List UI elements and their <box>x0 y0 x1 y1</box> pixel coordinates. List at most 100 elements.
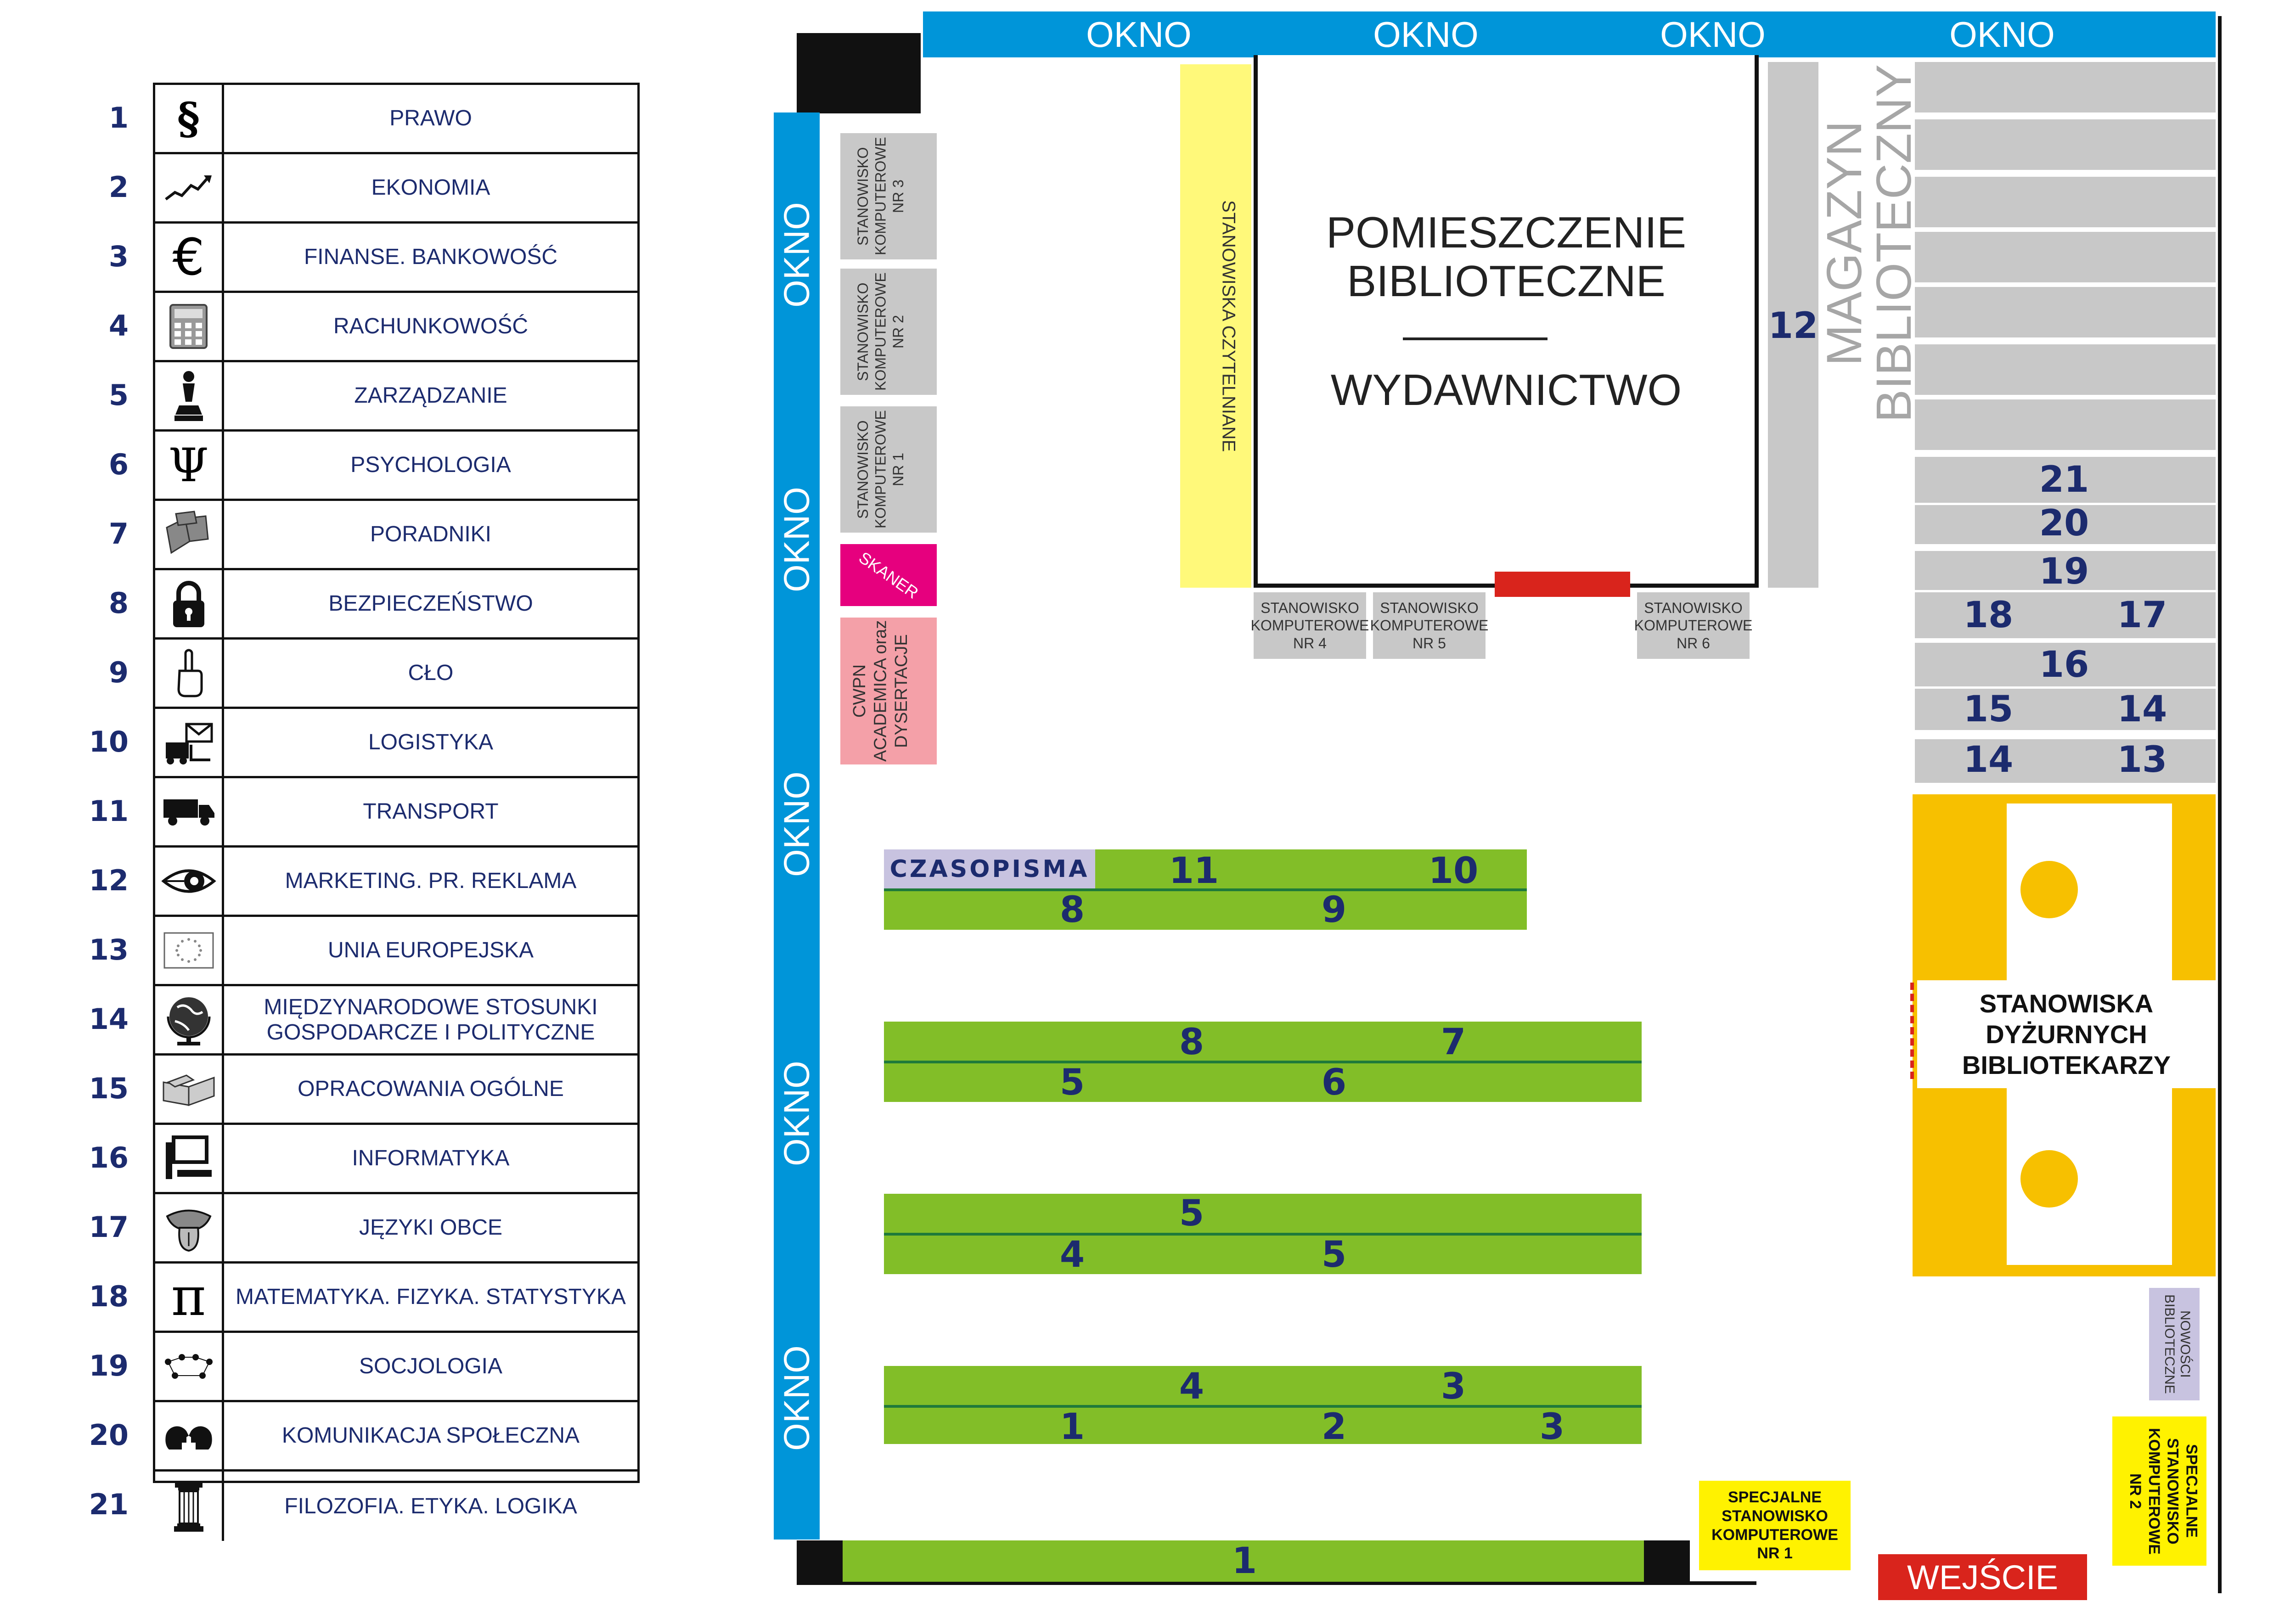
rack-number: 1 <box>1232 1540 1257 1582</box>
shelf <box>1915 232 2216 282</box>
calculator-icon <box>155 293 224 360</box>
rack-number: 5 <box>1059 1062 1085 1103</box>
shelf <box>1915 177 2216 227</box>
rack-number: 10 <box>1428 850 1479 892</box>
rack-number: 8 <box>1179 1022 1204 1063</box>
legend-label: SOCJOLOGIA <box>359 1354 503 1379</box>
legend-number: 7 <box>108 517 129 551</box>
legend-row: TRANSPORT <box>155 778 637 848</box>
legend-number: 1 <box>108 101 129 135</box>
computer-station-2-label: STANOWISKO KOMPUTEROWE NR 2 <box>855 272 906 391</box>
legend-row: RACHUNKOWOŚĆ <box>155 293 637 362</box>
legend-row: LOGISTYKA <box>155 709 637 778</box>
rack-number: 4 <box>1059 1234 1085 1275</box>
rack-number: 1 <box>1059 1406 1085 1448</box>
computer-station-6[interactable]: STANOWISKO KOMPUTEROWE NR 6 <box>1634 592 1752 659</box>
euro-icon: € <box>155 224 224 291</box>
shelf-number: 18 <box>1963 595 2014 636</box>
legend-row: §PRAWO <box>155 85 637 154</box>
rack-number: 6 <box>1321 1062 1347 1103</box>
storage-label: MAGAZYN BIBLIOTECZNY <box>1805 60 1933 427</box>
padlock-icon <box>155 570 224 637</box>
rack-number: 5 <box>1179 1193 1204 1234</box>
books-icon <box>155 501 224 568</box>
new-books-label: NOWOŚCI BIBLIOTECZNE <box>2162 1294 2193 1394</box>
legend-number: 6 <box>108 448 129 481</box>
shelf <box>1915 119 2216 170</box>
legend-number: 15 <box>89 1072 129 1105</box>
legend-label: RACHUNKOWOŚĆ <box>333 314 528 339</box>
shelf-number: 21 <box>2039 459 2089 500</box>
eye-icon <box>155 848 224 915</box>
window-label: OKNO <box>1644 11 1782 57</box>
chair-icon <box>2020 861 2078 918</box>
legend-row: PORADNIKI <box>155 501 637 570</box>
bookshelf-row-2 <box>884 1022 1642 1102</box>
storage-number: 12 <box>1768 305 1818 347</box>
pointing-hand-icon <box>155 640 224 707</box>
paragraph-icon: § <box>155 85 224 152</box>
entrance[interactable]: WEJŚCIE <box>1878 1554 2087 1600</box>
computer-station-4[interactable]: STANOWISKO KOMPUTEROWE NR 4 <box>1251 592 1369 659</box>
shelf <box>1915 399 2216 450</box>
people-network-icon <box>155 1333 224 1400</box>
legend-label: FILOZOFIA. ETYKA. LOGIKA <box>284 1494 577 1518</box>
shelf-number: 13 <box>2117 739 2167 781</box>
shelf <box>1915 344 2216 395</box>
forklift-mail-icon <box>155 709 224 776</box>
library-room <box>1254 55 1759 588</box>
special-computer-station-2[interactable]: SPECJALNE STANOWISKO KOMPUTEROWE NR 2 <box>2112 1416 2206 1566</box>
legend-label: CŁO <box>408 661 454 686</box>
psi-icon: Ψ <box>155 432 224 499</box>
computer-station-1[interactable]: STANOWISKO KOMPUTEROWE NR 1 <box>840 406 937 533</box>
legend-row: JĘZYKI OBCE <box>155 1194 637 1264</box>
bookshelf-row-3 <box>884 1194 1642 1274</box>
chair-icon <box>2020 1150 2078 1208</box>
shelf <box>1915 287 2216 337</box>
legend-number: 11 <box>89 794 129 828</box>
scanner[interactable]: SKANER <box>840 544 937 606</box>
shelf-number: 14 <box>2117 689 2167 730</box>
special-computer-station-1[interactable]: SPECJALNE STANOWISKO KOMPUTEROWE NR 1 <box>1699 1481 1851 1570</box>
open-books-icon <box>155 1056 224 1123</box>
legend-number: 8 <box>108 586 129 620</box>
legend-label: UNIA EUROPEJSKA <box>327 938 534 963</box>
room-title: POMIESZCZENIE BIBLIOTECZNE <box>1254 207 1759 308</box>
legend-number: 4 <box>108 309 129 343</box>
legend-label: MATEMATYKA. FIZYKA. STATYSTYKA <box>236 1285 626 1309</box>
legend-number: 14 <box>89 1002 129 1036</box>
computer-station-5[interactable]: STANOWISKO KOMPUTEROWE NR 5 <box>1370 592 1488 659</box>
reading-desk: STANOWISKA CZYTELNIANE <box>1180 64 1251 588</box>
tongue-icon <box>155 1194 224 1261</box>
computer-station-3[interactable]: STANOWISKO KOMPUTEROWE NR 3 <box>840 133 937 259</box>
computer-icon <box>155 1125 224 1192</box>
truck-icon <box>155 778 224 845</box>
shelf-number: 19 <box>2039 551 2089 592</box>
room-subtitle: WYDAWNICTWO <box>1330 365 1682 415</box>
chess-piece-icon <box>155 362 224 429</box>
legend-label: OPRACOWANIA OGÓLNE <box>298 1077 564 1101</box>
storage-label-line-2: BIBLIOTECZNY <box>1866 64 1921 423</box>
periodicals-label: CZASOPISMA <box>884 849 1095 888</box>
legend-number: 3 <box>108 240 129 273</box>
new-books-shelf: NOWOŚCI BIBLIOTECZNE <box>2149 1288 2200 1400</box>
cwpn-academica-label: CWPN ACADEMICA oraz DYSERTACJE <box>850 620 912 762</box>
rack-number: 11 <box>1169 850 1219 892</box>
shelf-number: 15 <box>1963 689 2014 730</box>
bookshelf-row-1 <box>884 849 1527 930</box>
computer-station-2[interactable]: STANOWISKO KOMPUTEROWE NR 2 <box>840 269 937 395</box>
trend-arrow-icon <box>155 154 224 221</box>
legend-row: BEZPIECZEŃSTWO <box>155 570 637 640</box>
legend-label: MARKETING. PR. REKLAMA <box>285 869 577 893</box>
shelf-number: 17 <box>2117 595 2167 636</box>
wall-right <box>2218 16 2222 1593</box>
talking-heads-icon <box>155 1402 224 1469</box>
room-door[interactable] <box>1495 572 1630 597</box>
window-label: OKNO <box>776 202 817 308</box>
room-title-line-2: BIBLIOTECZNE <box>1347 257 1666 306</box>
rack-number: 7 <box>1441 1022 1466 1063</box>
legend-label: TRANSPORT <box>363 799 499 824</box>
window-label: OKNO <box>776 1345 817 1451</box>
window-label: OKNO <box>776 487 817 592</box>
